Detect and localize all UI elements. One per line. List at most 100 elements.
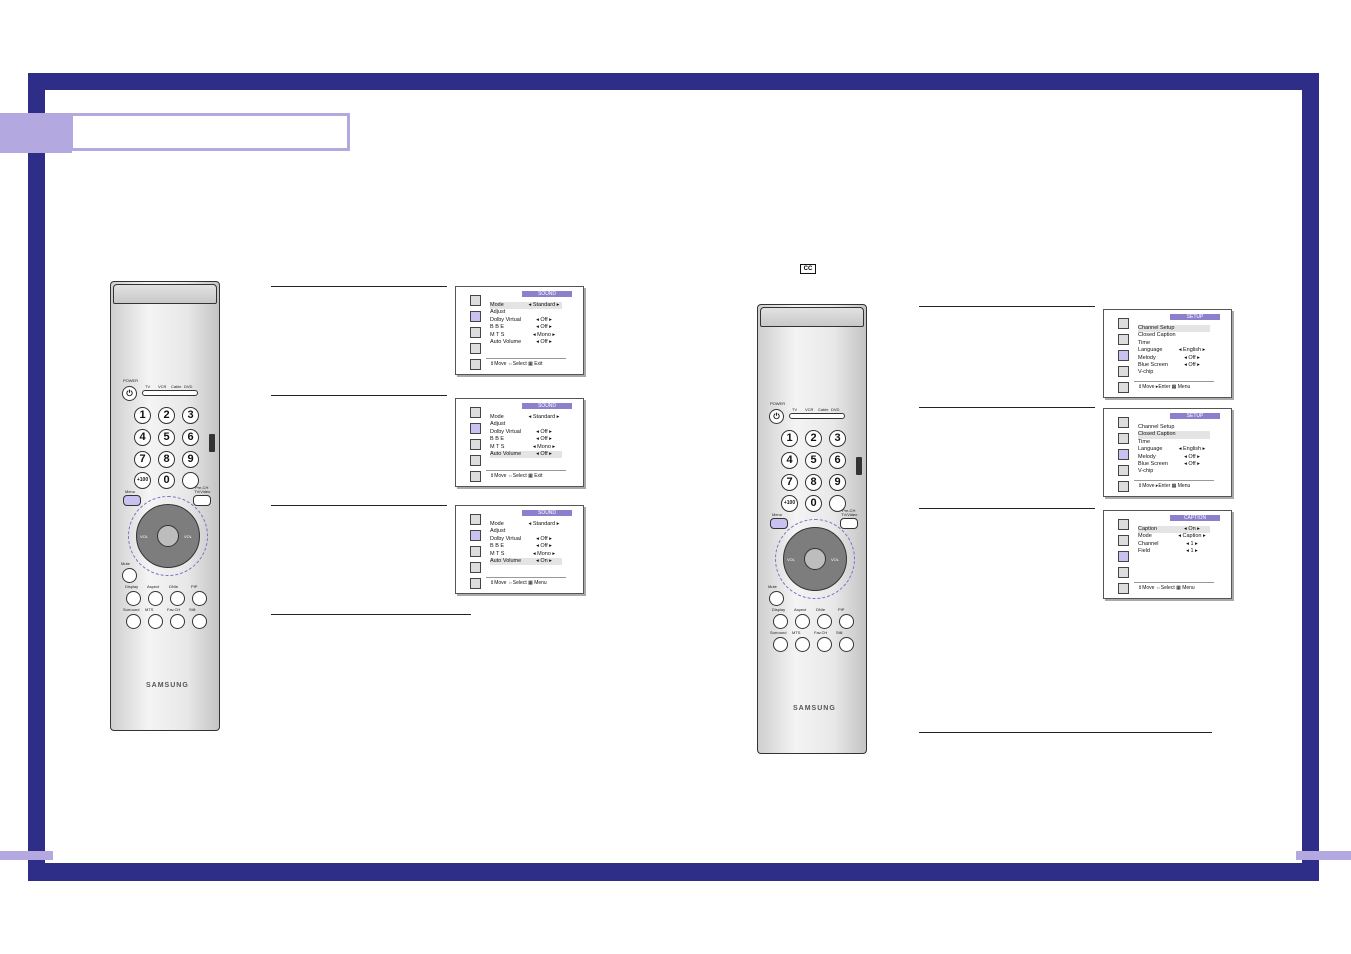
digit-button-7[interactable]: 7 — [134, 451, 151, 468]
menu-item[interactable]: Channel Setup — [1138, 325, 1210, 333]
digit-button-8[interactable]: 8 — [158, 451, 175, 468]
digit-button-7[interactable]: 7 — [781, 474, 798, 491]
power-button[interactable]: ⏻ — [769, 409, 784, 424]
row2-button-still[interactable] — [192, 614, 207, 629]
menu-category-icon — [1118, 366, 1129, 377]
tv-video-button[interactable] — [193, 495, 211, 506]
digit-button-8[interactable]: 8 — [805, 474, 822, 491]
menu-item[interactable]: Dolby Virtual◂ Off ▸ — [490, 317, 562, 324]
menu-item[interactable]: Adjust — [490, 309, 562, 316]
source-slider[interactable] — [142, 390, 198, 396]
menu-item[interactable]: V-chip — [1138, 369, 1210, 376]
menu-item[interactable]: Auto Volume◂ Off ▸ — [490, 451, 562, 459]
row1-button-pip[interactable] — [192, 591, 207, 606]
digit-button-4[interactable]: 4 — [781, 452, 798, 469]
digit-button-1[interactable]: 1 — [134, 407, 151, 424]
mute-button[interactable] — [769, 591, 784, 606]
menu-item[interactable]: Time — [1138, 439, 1210, 446]
digit-button-3[interactable]: 3 — [182, 407, 199, 424]
row2-button-surround[interactable] — [126, 614, 141, 629]
digit-button-plus100[interactable]: +100 — [134, 472, 151, 489]
menu-item[interactable]: V-chip — [1138, 468, 1210, 475]
menu-item-value: ◂ Off ▸ — [1184, 354, 1200, 361]
menu-item[interactable]: Time — [1138, 340, 1210, 347]
row2-button-favch[interactable] — [170, 614, 185, 629]
digit-button-1[interactable]: 1 — [781, 430, 798, 447]
mute-button[interactable] — [122, 568, 137, 583]
menu-item[interactable]: Blue Screen◂ Off ▸ — [1138, 362, 1210, 369]
row2-button-mts[interactable] — [795, 637, 810, 652]
menu-item[interactable]: Melody◂ Off ▸ — [1138, 454, 1210, 461]
menu-button[interactable] — [770, 518, 788, 529]
digit-button-3[interactable]: 3 — [829, 430, 846, 447]
menu-item[interactable]: Caption◂ On ▸ — [1138, 526, 1210, 534]
digit-button-9[interactable]: 9 — [829, 474, 846, 491]
row1-button-dnie[interactable] — [817, 614, 832, 629]
digit-button-9[interactable]: 9 — [182, 451, 199, 468]
menu-item[interactable]: Closed Caption — [1138, 332, 1210, 339]
source-slider[interactable] — [789, 413, 845, 419]
pre-ch-button[interactable] — [182, 472, 199, 489]
menu-item[interactable]: Blue Screen◂ Off ▸ — [1138, 461, 1210, 468]
row1-button-dnie[interactable] — [170, 591, 185, 606]
side-switch[interactable] — [209, 434, 215, 452]
menu-item[interactable]: Adjust — [490, 421, 562, 428]
menu-item[interactable]: B B E◂ Off ▸ — [490, 324, 562, 331]
menu-item[interactable]: Language◂ English ▸ — [1138, 446, 1210, 453]
menu-item[interactable]: M T S◂ Mono ▸ — [490, 444, 562, 451]
pre-ch-button[interactable] — [829, 495, 846, 512]
row2-button-mts[interactable] — [148, 614, 163, 629]
menu-button[interactable] — [123, 495, 141, 506]
menu-item[interactable]: M T S◂ Mono ▸ — [490, 551, 562, 558]
menu-item[interactable]: M T S◂ Mono ▸ — [490, 332, 562, 339]
digit-button-4[interactable]: 4 — [134, 429, 151, 446]
menu-item[interactable]: Channel Setup — [1138, 424, 1210, 431]
power-button[interactable]: ⏻ — [122, 386, 137, 401]
row2-button-favch[interactable] — [817, 637, 832, 652]
menu-item[interactable]: Melody◂ Off ▸ — [1138, 355, 1210, 362]
menu-item[interactable]: Mode◂ Caption ▸ — [1138, 533, 1210, 540]
menu-item[interactable]: Mode◂ Standard ▸ — [490, 302, 562, 310]
menu-item-label: Adjust — [490, 528, 506, 535]
digit-button-2[interactable]: 2 — [158, 407, 175, 424]
row1-button-aspect[interactable] — [795, 614, 810, 629]
menu-category-icon — [1118, 449, 1129, 460]
menu-item[interactable]: Language◂ English ▸ — [1138, 347, 1210, 354]
menu-item[interactable]: Dolby Virtual◂ Off ▸ — [490, 536, 562, 543]
row2-button-surround[interactable] — [773, 637, 788, 652]
row1-button-aspect[interactable] — [148, 591, 163, 606]
menu-item[interactable]: Adjust — [490, 528, 562, 535]
enter-button[interactable] — [804, 548, 826, 570]
menu-item[interactable]: Closed Caption — [1138, 431, 1210, 439]
menu-item[interactable]: Channel◂ 1 ▸ — [1138, 541, 1210, 548]
side-switch[interactable] — [856, 457, 862, 475]
row1-button-display[interactable] — [126, 591, 141, 606]
menu-item[interactable]: Dolby Virtual◂ Off ▸ — [490, 429, 562, 436]
menu-item[interactable]: Mode◂ Standard ▸ — [490, 521, 562, 528]
digit-button-0[interactable]: 0 — [158, 472, 175, 489]
menu-item[interactable]: Auto Volume◂ On ▸ — [490, 558, 562, 566]
digit-button-plus100[interactable]: +100 — [781, 495, 798, 512]
menu-item[interactable]: Mode◂ Standard ▸ — [490, 414, 562, 421]
menu-item[interactable]: B B E◂ Off ▸ — [490, 436, 562, 443]
digit-button-6[interactable]: 6 — [829, 452, 846, 469]
menu-item-value: ◂ Standard ▸ — [528, 521, 560, 527]
menu-item[interactable]: B B E◂ Off ▸ — [490, 543, 562, 550]
tv-video-button[interactable] — [840, 518, 858, 529]
menu-item[interactable]: Field◂ 1 ▸ — [1138, 548, 1210, 555]
digit-button-5[interactable]: 5 — [805, 452, 822, 469]
digit-button-5[interactable]: 5 — [158, 429, 175, 446]
digit-button-6[interactable]: 6 — [182, 429, 199, 446]
digit-button-0[interactable]: 0 — [805, 495, 822, 512]
row2-button-still[interactable] — [839, 637, 854, 652]
menu-item[interactable]: Auto Volume◂ Off ▸ — [490, 339, 562, 346]
corner-marker-left — [0, 851, 53, 860]
row1-button-pip[interactable] — [839, 614, 854, 629]
digit-button-2[interactable]: 2 — [805, 430, 822, 447]
enter-button[interactable] — [157, 525, 179, 547]
row1-button-display[interactable] — [773, 614, 788, 629]
menu-item-label: B B E — [490, 324, 505, 331]
